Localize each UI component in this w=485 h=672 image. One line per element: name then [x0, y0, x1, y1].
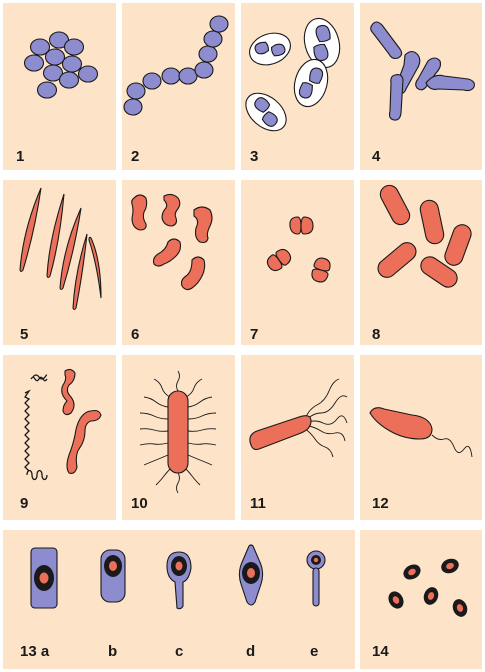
sublabel-d: d — [246, 643, 255, 660]
curved-rods-illustration — [122, 180, 235, 345]
panel-label: 14 — [372, 643, 389, 660]
club-rods-illustration — [360, 3, 482, 170]
panel-label: 9 — [20, 495, 28, 512]
panel-8: 8 — [360, 180, 482, 345]
panel-label: 2 — [131, 148, 139, 165]
panel-label: 7 — [250, 326, 258, 343]
panel-5: 5 — [3, 180, 116, 345]
panel-11: 11 — [241, 355, 354, 520]
sublabel-b: b — [108, 643, 117, 660]
panel-9: 9 — [3, 355, 116, 520]
panel-label: 5 — [20, 326, 28, 343]
cocci-chain-illustration — [122, 3, 235, 170]
rods-illustration — [360, 180, 482, 345]
panel-label: 4 — [372, 148, 380, 165]
panel-3: 3 — [241, 3, 354, 170]
sublabel-e: e — [310, 643, 318, 660]
panel-6: 6 — [122, 180, 235, 345]
panel-label: 12 — [372, 495, 389, 512]
panel-12: 12 — [360, 355, 482, 520]
panel-13: 13 a b c d e — [3, 530, 355, 669]
fusiform-rods-illustration — [3, 180, 116, 345]
panel-label: 13 a — [20, 643, 49, 660]
panel-14: 14 — [360, 530, 482, 669]
panel-4: 4 — [360, 3, 482, 170]
panel-label: 1 — [16, 148, 24, 165]
panel-label: 8 — [372, 326, 380, 343]
panel-2: 2 — [122, 3, 235, 170]
diplococci-illustration — [241, 180, 354, 345]
sublabel-c: c — [175, 643, 183, 660]
panel-label: 11 — [250, 495, 266, 512]
panel-label: 3 — [250, 148, 258, 165]
cocci-cluster-illustration — [3, 3, 116, 170]
panel-10: 10 — [122, 355, 235, 520]
panel-7: 7 — [241, 180, 354, 345]
panel-label: 6 — [131, 326, 139, 343]
panel-label: 10 — [131, 495, 148, 512]
capsule-diplococci-illustration — [241, 3, 354, 170]
panel-1: 1 — [3, 3, 116, 170]
